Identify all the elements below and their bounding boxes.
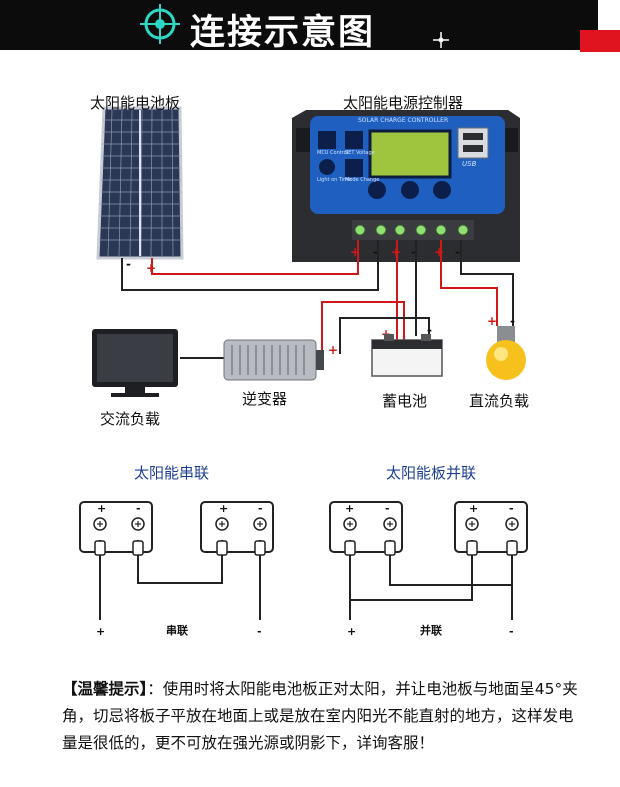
svg-text:-: - [385, 502, 390, 515]
svg-text:-: - [126, 257, 131, 271]
light-bulb-icon [486, 326, 526, 380]
tip-text: ：使用时将太阳能电池板正对太阳，并让电池板与地面呈45°夹角，切忌将板子平放在地… [62, 680, 578, 752]
controller-button-label: SET Voltage [345, 150, 375, 156]
controller-button-label: Light on Time [317, 177, 352, 183]
parallel-caption: 并联 [420, 624, 442, 637]
solar-panel [96, 106, 184, 260]
svg-text:+: + [345, 502, 354, 515]
svg-text:-: - [411, 245, 416, 259]
svg-text:-: - [258, 502, 263, 515]
header-banner: 连接示意图 [0, 0, 620, 58]
series-diagram-lines [79, 501, 274, 620]
dc-load-label: 直流负载 [469, 392, 530, 410]
inverter-label: 逆变器 [242, 390, 288, 408]
svg-text:+: + [97, 502, 106, 515]
charge-controller [292, 110, 520, 262]
svg-text:-: - [373, 245, 378, 259]
controller-label: 太阳能电源控制器 [343, 94, 464, 112]
battery-label: 蓄电池 [382, 392, 428, 410]
controller-faceplate-text: SOLAR CHARGE CONTROLLER [358, 117, 449, 124]
top-wires [121, 240, 514, 354]
monitor-icon [92, 329, 178, 397]
crosshair-icon [140, 4, 449, 48]
svg-text:-: - [455, 245, 460, 259]
header-black-bar [0, 0, 598, 50]
svg-text:+: + [328, 343, 338, 357]
controller-button-label: Mode Change [345, 177, 380, 183]
svg-text:+: + [487, 314, 497, 328]
solar-panel-label: 太阳能电池板 [90, 94, 181, 112]
battery-icon [371, 334, 443, 377]
parallel-title: 太阳能板并联 [386, 464, 477, 482]
svg-text:-: - [427, 323, 432, 337]
svg-text:+: + [347, 625, 356, 638]
usb-label: USB [462, 160, 477, 168]
svg-text:+: + [96, 625, 105, 638]
tip-heading: 【温馨提示】 [62, 680, 148, 698]
ac-load-label: 交流负载 [100, 410, 161, 428]
svg-text:+: + [350, 245, 360, 259]
svg-text:-: - [257, 625, 262, 638]
svg-text:-: - [510, 314, 515, 328]
parallel-diagram-lines [329, 501, 528, 620]
svg-text:+: + [219, 502, 228, 515]
inverter [223, 339, 324, 381]
series-title: 太阳能串联 [134, 464, 210, 482]
svg-text:-: - [509, 502, 514, 515]
svg-text:+: + [146, 261, 156, 275]
page-title: 连接示意图 [190, 13, 376, 53]
header-red-accent [580, 30, 620, 52]
svg-text:+: + [391, 245, 401, 259]
svg-text:-: - [509, 625, 514, 638]
svg-text:+: + [434, 245, 444, 259]
svg-text:+: + [469, 502, 478, 515]
series-caption: 串联 [166, 624, 188, 637]
controller-button-label: MCU Control [317, 150, 349, 156]
warm-tip: 【温馨提示】：使用时将太阳能电池板正对太阳，并让电池板与地面呈45°夹角，切忌将… [62, 676, 582, 757]
svg-text:-: - [136, 502, 141, 515]
